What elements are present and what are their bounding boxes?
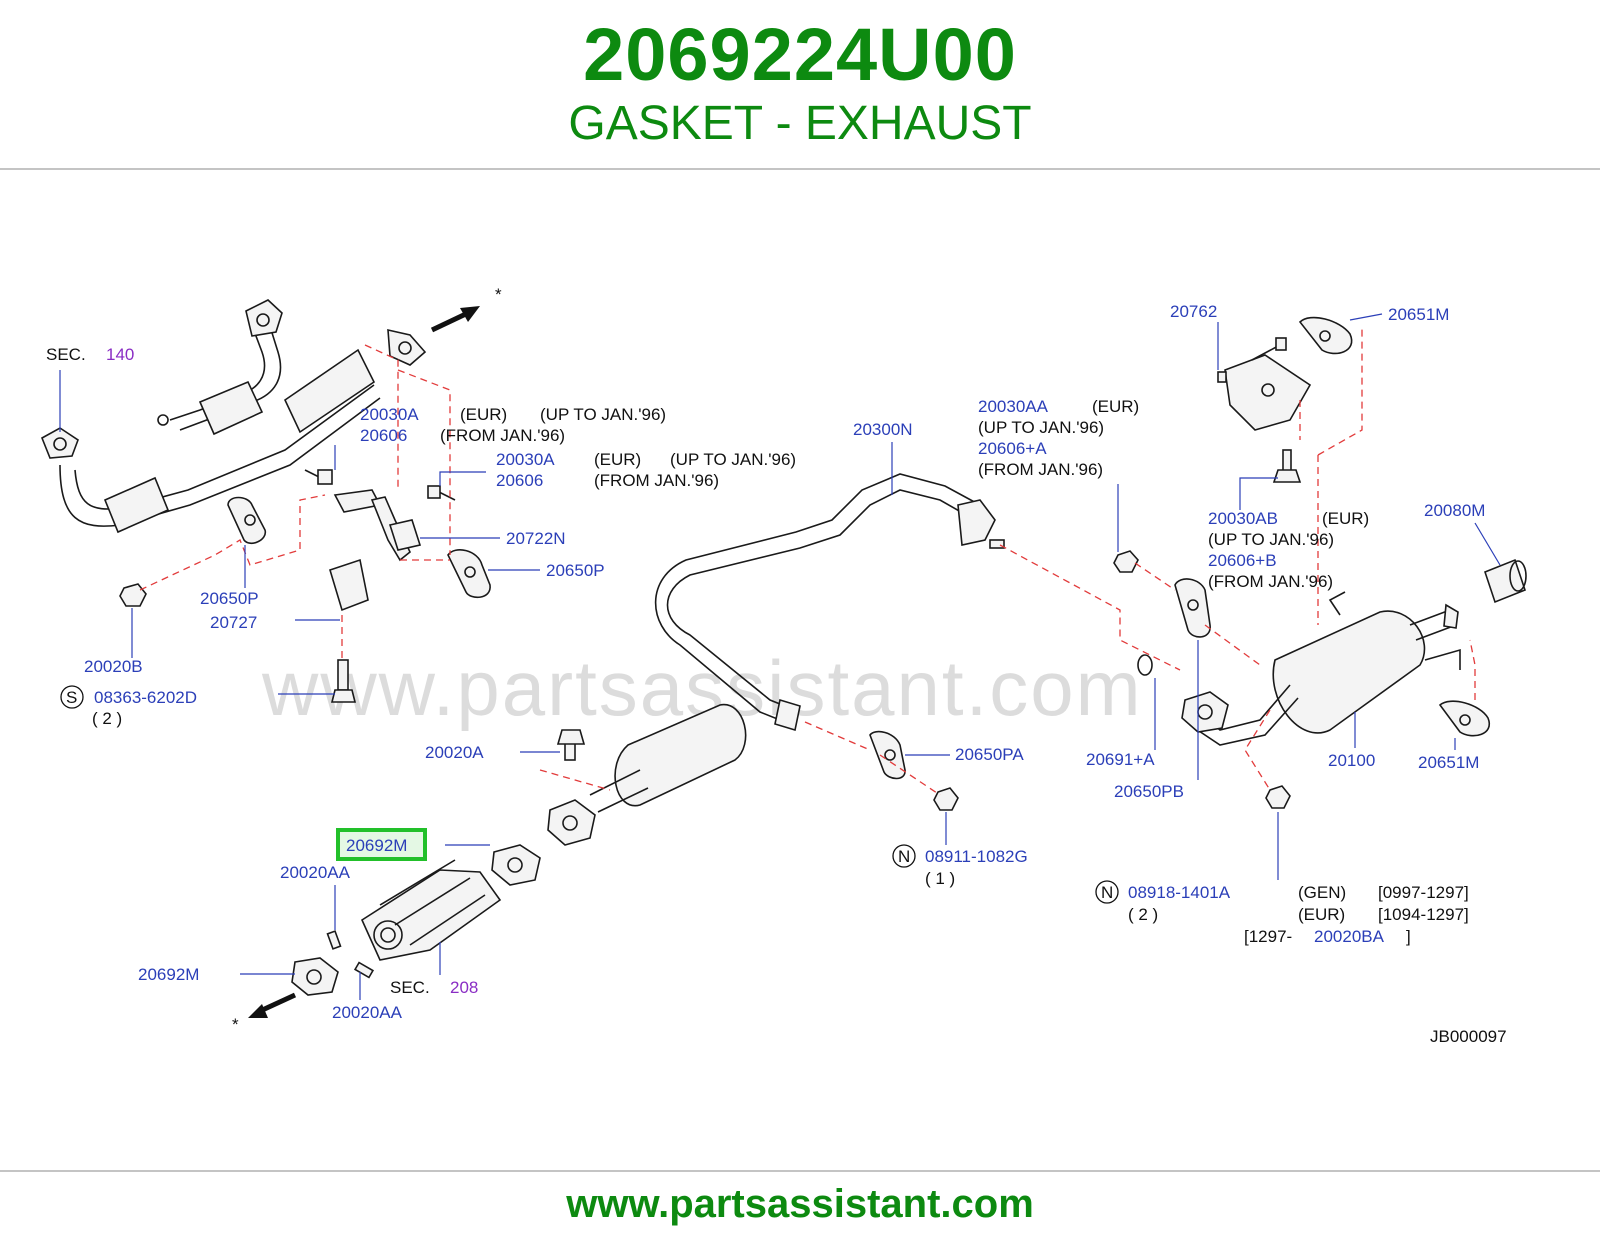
label-20650PB[interactable]: 20650PB [1114,782,1184,801]
label-20651M-lower[interactable]: 20651M [1418,753,1479,772]
s-symbol-letter: S [66,688,77,707]
label-20030AB[interactable]: 20030AB [1208,509,1278,528]
note-eur-c: (EUR) [1092,397,1139,416]
note-range-2: [1094-1297] [1378,905,1469,924]
note-range-3-open: [1297- [1244,927,1292,946]
page-header: 2069224U00 GASKET - EXHAUST [0,0,1600,168]
highlighted-part-box [336,828,427,861]
front-tube-assembly [40,299,427,534]
label-20722N[interactable]: 20722N [506,529,566,548]
label-20100[interactable]: 20100 [1328,751,1375,770]
header-divider [0,168,1600,170]
label-20020AA-upper[interactable]: 20020AA [280,863,351,882]
label-20020A[interactable]: 20020A [425,743,484,762]
note-from-d: (FROM JAN.'96) [1208,572,1333,591]
label-20692M-highlighted[interactable]: 20692M [346,836,407,855]
sec-label-140: SEC. [46,345,86,364]
s-symbol-badge [60,685,84,709]
label-20650P-left[interactable]: 20650P [200,589,259,608]
n-symbol-badge-a [892,844,916,868]
label-20606A[interactable]: 20606+A [978,439,1047,458]
sec-label-208: SEC. [390,978,430,997]
label-20606-b[interactable]: 20606 [496,471,543,490]
label-08918-1401A[interactable]: 08918-1401A [1128,883,1231,902]
note-gen: (GEN) [1298,883,1346,902]
n-symbol-letter-a: N [898,847,910,866]
label-20651M-upper[interactable]: 20651M [1388,305,1449,324]
note-from-b: (FROM JAN.'96) [594,471,719,490]
continuation-asterisk-lower: * [232,1015,239,1034]
label-20650PA[interactable]: 20650PA [955,745,1024,764]
n-symbol-badge-b [1095,880,1119,904]
center-pipe-assembly [547,473,1005,846]
label-20030AA[interactable]: 20030AA [978,397,1049,416]
footer-divider [0,1170,1600,1172]
front-hanger-group [119,469,491,703]
arrow-head-upper [460,306,480,322]
note-up-to-c: (UP TO JAN.'96) [978,418,1104,437]
catalyst-assembly [291,844,541,996]
note-range-1: [0997-1297] [1378,883,1469,902]
main-muffler-assembly [1113,550,1461,809]
note-qty-08911: ( 1 ) [925,869,955,888]
n-symbol-letter-b: N [1101,883,1113,902]
label-20030A-b[interactable]: 20030A [496,450,555,469]
note-eur-b: (EUR) [594,450,641,469]
note-from-c: (FROM JAN.'96) [978,460,1103,479]
rear-hanger-group [1217,316,1527,737]
continuation-asterisk-upper: * [495,285,502,304]
label-20691A[interactable]: 20691+A [1086,750,1155,769]
section-ref-140[interactable]: 140 [106,345,134,364]
diagram-code: JB000097 [1430,1027,1507,1046]
label-20300N[interactable]: 20300N [853,420,913,439]
label-20727[interactable]: 20727 [210,613,257,632]
label-20692M-lower[interactable]: 20692M [138,965,199,984]
note-qty-08918: ( 2 ) [1128,905,1158,924]
note-up-to-b: (UP TO JAN.'96) [670,450,796,469]
footer-site-link[interactable]: www.partsassistant.com [566,1182,1034,1226]
label-20606-a[interactable]: 20606 [360,426,407,445]
part-number-title: 2069224U00 [583,13,1017,96]
label-08363-6202D[interactable]: 08363-6202D [94,688,197,707]
label-20606B[interactable]: 20606+B [1208,551,1277,570]
note-eur-e: (EUR) [1298,905,1345,924]
label-20030A-a[interactable]: 20030A [360,405,419,424]
label-20020BA[interactable]: 20020BA [1314,927,1385,946]
note-range-3-close: ] [1406,927,1411,946]
note-qty-08363: ( 2 ) [92,709,122,728]
direction-arrow-upper [430,309,472,333]
label-20020AA-lower[interactable]: 20020AA [332,1003,403,1022]
arrow-head-lower [248,1004,268,1018]
note-up-to-a: (UP TO JAN.'96) [540,405,666,424]
label-20080M[interactable]: 20080M [1424,501,1485,520]
section-ref-208[interactable]: 208 [450,978,478,997]
note-up-to-d: (UP TO JAN.'96) [1208,530,1334,549]
label-20650P-right[interactable]: 20650P [546,561,605,580]
note-eur-d: (EUR) [1322,509,1369,528]
label-08911-1082G[interactable]: 08911-1082G [925,847,1028,866]
note-eur-a: (EUR) [460,405,507,424]
label-20762[interactable]: 20762 [1170,302,1217,321]
note-from-a: (FROM JAN.'96) [440,426,565,445]
label-20020B[interactable]: 20020B [84,657,143,676]
part-name-subtitle: GASKET - EXHAUST [568,97,1032,150]
